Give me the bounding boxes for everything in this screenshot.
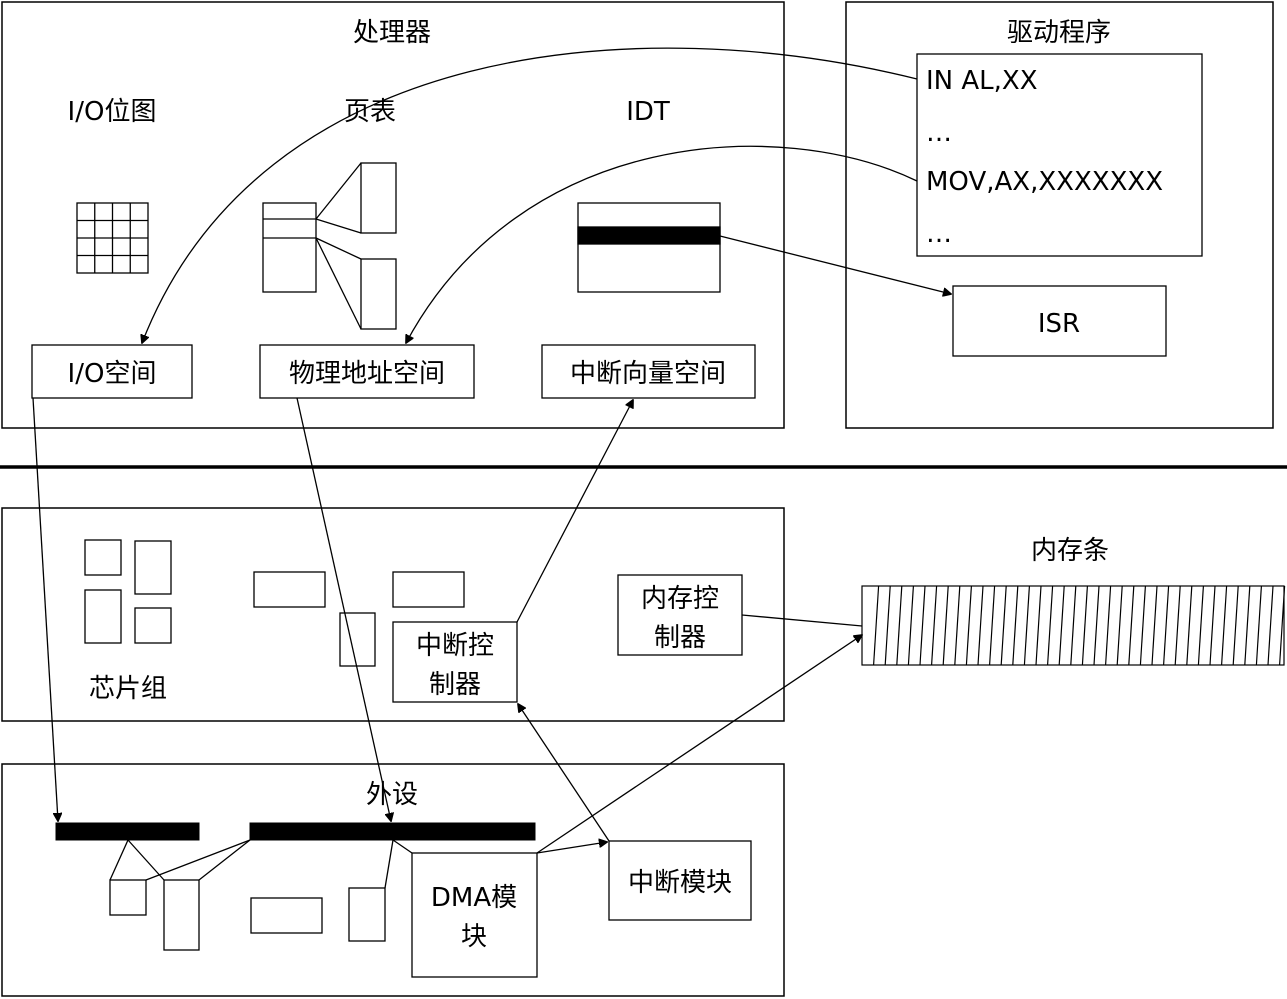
chipset-components-icon: [84, 539, 465, 667]
peripheral-box: [1, 763, 785, 997]
idt-label: IDT: [626, 97, 670, 127]
memory-stripe: [1000, 585, 1007, 666]
memory-stripe: [1279, 585, 1286, 666]
memory-stripe: [1197, 585, 1204, 666]
memory-stripe: [1174, 585, 1181, 666]
memory-stripe: [1221, 585, 1228, 666]
arrow-dma-to-memory: [536, 635, 862, 854]
dma-module-box: [411, 852, 538, 978]
memory-stripe: [873, 585, 880, 666]
arrow-int-ctrl-to-vector-space: [516, 400, 633, 623]
int-controller-label-1: 中断控: [416, 631, 494, 661]
io-space-box: [31, 344, 193, 399]
memory-stripe: [1023, 585, 1030, 666]
memory-stripe: [1232, 585, 1239, 666]
peripheral-components-icon: [109, 839, 413, 951]
code-line-4: …: [926, 219, 952, 249]
memory-stripe: [1047, 585, 1054, 666]
memory-stripe: [896, 585, 903, 666]
memory-stripe: [1209, 585, 1216, 666]
code-line-3: MOV,AX,XXXXXXX: [926, 167, 1163, 197]
int-controller-box: [392, 621, 518, 703]
arrow-in-to-io-space: [142, 47, 918, 343]
processor-title: 处理器: [353, 18, 431, 48]
idt-table-icon: [577, 202, 721, 293]
memory-stripe: [954, 585, 961, 666]
mem-controller-label-1: 内存控: [641, 584, 719, 614]
int-module-box: [608, 840, 752, 921]
isr-box: [952, 285, 1167, 357]
peripheral-bus-left: [55, 822, 200, 841]
arrow-io-space-to-bus: [32, 397, 58, 821]
memory-stripe: [1081, 585, 1088, 666]
driver-box: [845, 1, 1274, 429]
dma-module-label-1: DMA模: [431, 883, 517, 913]
dma-module-label-2: 块: [461, 922, 487, 952]
memory-stripe: [965, 585, 972, 666]
vector-space-box: [541, 344, 756, 399]
memory-stripe: [1163, 585, 1170, 666]
code-line-1: IN AL,XX: [926, 66, 1038, 96]
vector-space-label: 中断向量空间: [570, 359, 726, 389]
memory-stripe: [942, 585, 949, 666]
peripheral-title: 外设: [366, 780, 418, 810]
phys-space-box: [259, 344, 475, 399]
processor-box: [1, 1, 785, 429]
io-bitmap-grid-icon: [76, 202, 149, 274]
memory-stripe: [884, 585, 891, 666]
io-space-label: I/O空间: [68, 359, 157, 389]
page-table-icon: [262, 162, 397, 330]
io-bitmap-label: I/O位图: [68, 97, 157, 127]
isr-label: ISR: [1038, 309, 1080, 339]
memory-stripe: [1244, 585, 1251, 666]
memory-stripe: [1035, 585, 1042, 666]
memory-stripe: [1105, 585, 1112, 666]
driver-title: 驱动程序: [1007, 18, 1111, 48]
peripheral-bus-right: [249, 822, 536, 841]
memory-stripe: [1128, 585, 1135, 666]
memory-stripe: [977, 585, 984, 666]
arrow-mov-to-phys-space: [406, 145, 918, 343]
memory-stripe: [989, 585, 996, 666]
memory-stripe: [1093, 585, 1100, 666]
memory-stripe: [1070, 585, 1077, 666]
int-module-label: 中断模块: [628, 868, 732, 898]
memory-stripe: [907, 585, 914, 666]
chipset-label: 芯片组: [89, 674, 167, 704]
link-mem-ctrl-to-memory: [741, 614, 863, 627]
memory-stripe: [1139, 585, 1146, 666]
memory-label: 内存条: [1031, 536, 1109, 566]
memory-stripe: [1116, 585, 1123, 666]
arrow-dma-to-int-module: [536, 842, 607, 854]
memory-stripe: [919, 585, 926, 666]
memory-stripe: [1267, 585, 1274, 666]
int-controller-label-2: 制器: [429, 670, 481, 700]
mem-controller-label-2: 制器: [654, 623, 706, 653]
memory-stick-icon: [861, 585, 1286, 666]
memory-stripe: [1058, 585, 1065, 666]
code-line-2: …: [926, 118, 952, 148]
page-table-label: 页表: [344, 97, 396, 127]
memory-stripe: [931, 585, 938, 666]
arrow-phys-space-to-bus: [296, 397, 391, 821]
memory-stripe: [1255, 585, 1262, 666]
chipset-box: [1, 507, 785, 722]
memory-stripe: [1186, 585, 1193, 666]
memory-stripe: [1151, 585, 1158, 666]
memory-stripe: [1012, 585, 1019, 666]
driver-code-box: [916, 53, 1203, 257]
arrow-int-module-to-int-ctrl: [518, 704, 610, 842]
arrow-idt-to-isr: [719, 235, 951, 294]
phys-space-label: 物理地址空间: [289, 359, 445, 389]
